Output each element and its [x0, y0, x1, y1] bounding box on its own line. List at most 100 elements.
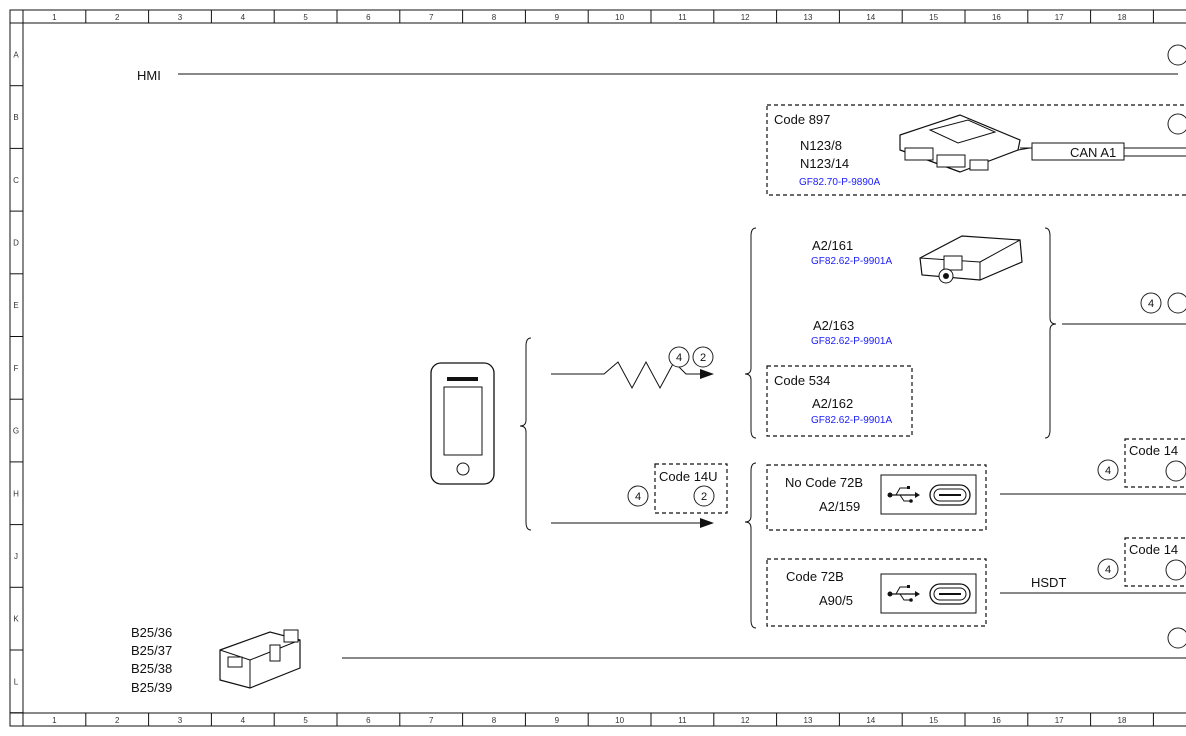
column-number: 5	[303, 13, 308, 22]
column-number: 2	[115, 13, 120, 22]
part-b25-39: B25/39	[131, 680, 172, 695]
row-letter: J	[14, 552, 18, 561]
column-number: 11	[678, 716, 687, 725]
no-code-72b-title: No Code 72B	[785, 475, 863, 490]
column-number: 5	[303, 716, 308, 725]
column-number: 3	[178, 13, 183, 22]
control-unit-icon	[899, 114, 1031, 173]
connector-circle	[1167, 44, 1186, 66]
column-number: 1	[52, 716, 57, 725]
code-72b-box	[766, 558, 987, 627]
brace-usb	[744, 462, 757, 629]
row-letter: L	[14, 677, 19, 686]
column-number: 9	[555, 13, 560, 22]
usb-icon	[887, 486, 920, 503]
row-letter: K	[13, 615, 19, 624]
column-number: 14	[866, 13, 875, 22]
marker-4: 4	[1148, 298, 1154, 310]
column-number: 18	[1118, 13, 1127, 22]
column-number: 8	[492, 13, 497, 22]
marker-4: 4	[1105, 465, 1111, 477]
grid-frame: 1122334455667788991010111112121313141415…	[9, 9, 1186, 727]
column-number: 15	[929, 716, 938, 725]
can-a1-label: CAN A1	[1070, 145, 1116, 160]
column-number: 2	[115, 716, 120, 725]
no-code-72b-box	[766, 464, 987, 531]
part-a90-5: A90/5	[819, 593, 853, 608]
antenna-module-icon	[919, 235, 1023, 284]
column-number: 6	[366, 716, 371, 725]
a2-162-ref: GF82.62-P-9901A	[811, 415, 892, 426]
part-a2-162: A2/162	[812, 396, 853, 411]
code-897-box	[766, 104, 1186, 196]
column-number: 11	[678, 13, 687, 22]
hsdt-label: HSDT	[1031, 575, 1066, 590]
connector-circle	[1167, 627, 1186, 649]
smartphone-icon	[430, 362, 495, 485]
column-number: 18	[1118, 716, 1127, 725]
marker-2: 2	[700, 352, 706, 364]
column-number: 6	[366, 13, 371, 22]
column-number: 13	[804, 13, 813, 22]
code-14u-title: Code 14U	[659, 469, 718, 484]
column-number: 13	[804, 716, 813, 725]
column-number: 7	[429, 716, 434, 725]
hmi-label: HMI	[137, 68, 161, 83]
sensor-connector-icon	[219, 629, 301, 689]
brace-antenna-left	[744, 227, 757, 439]
column-number: 14	[866, 716, 875, 725]
column-number: 10	[615, 13, 624, 22]
code-534-box	[766, 365, 913, 437]
can-a1-box	[1031, 142, 1125, 161]
code-14-title: Code 14	[1129, 443, 1178, 458]
column-number: 1	[52, 13, 57, 22]
part-b25-36: B25/36	[131, 625, 172, 640]
column-number: 7	[429, 13, 434, 22]
row-letter: A	[13, 50, 19, 59]
brace-phone	[519, 337, 532, 531]
marker-4: 4	[1105, 564, 1111, 576]
row-letter: C	[13, 176, 19, 185]
code-14-title: Code 14	[1129, 542, 1178, 557]
marker-4: 4	[676, 352, 682, 364]
part-b25-38: B25/38	[131, 661, 172, 676]
marker-2: 2	[701, 491, 707, 503]
part-b25-37: B25/37	[131, 643, 172, 658]
row-letter: F	[14, 364, 19, 373]
code-534-title: Code 534	[774, 373, 830, 388]
row-letter: H	[13, 489, 19, 498]
row-letter: G	[13, 427, 19, 436]
part-a2-159: A2/159	[819, 499, 860, 514]
code-897-title: Code 897	[774, 112, 830, 127]
code-897-group: Code 897 N123/8 N123/14 GF82.70-P-9890A …	[766, 104, 1186, 196]
row-letter: D	[13, 238, 19, 247]
row-letter: B	[13, 113, 18, 122]
column-number: 4	[241, 716, 246, 725]
part-a2-161: A2/161	[812, 238, 853, 253]
column-number: 15	[929, 13, 938, 22]
column-number: 16	[992, 13, 1001, 22]
code-72b-title: Code 72B	[786, 569, 844, 584]
column-number: 9	[555, 716, 560, 725]
part-n123-14: N123/14	[800, 156, 849, 171]
column-number: 10	[615, 716, 624, 725]
row-letter: E	[13, 301, 18, 310]
a2-163-ref: GF82.62-P-9901A	[811, 336, 892, 347]
column-number: 8	[492, 716, 497, 725]
column-number: 12	[741, 13, 750, 22]
connector-circle	[1167, 113, 1186, 135]
column-number: 17	[1055, 716, 1064, 725]
brace-antenna-right	[1044, 227, 1057, 439]
column-number: 12	[741, 716, 750, 725]
part-a2-163: A2/163	[813, 318, 854, 333]
part-n123-8: N123/8	[800, 138, 842, 153]
column-number: 17	[1055, 13, 1064, 22]
marker-4: 4	[635, 491, 641, 503]
column-number: 4	[241, 13, 246, 22]
a2-161-ref: GF82.62-P-9901A	[811, 256, 892, 267]
code-897-ref: GF82.70-P-9890A	[799, 177, 880, 188]
column-number: 3	[178, 716, 183, 725]
usb-c-port-icon	[929, 583, 971, 605]
usb-c-port-icon	[929, 484, 971, 506]
